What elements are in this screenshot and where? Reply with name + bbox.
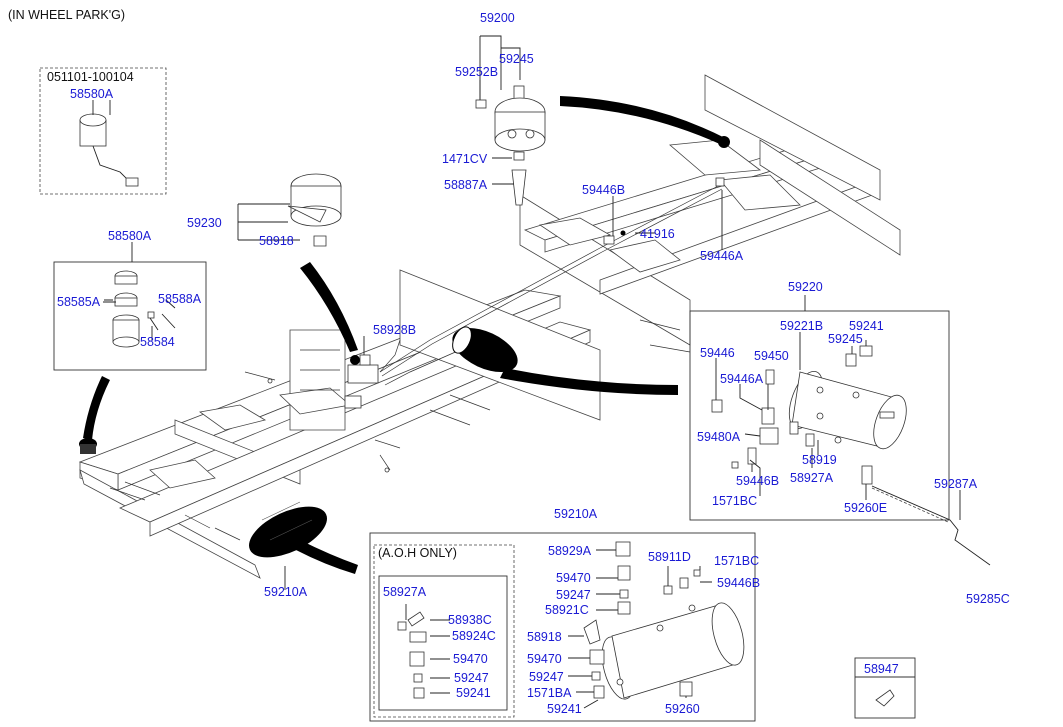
air-lines [379,184,991,566]
label-41916[interactable]: 41916 [640,227,675,241]
inset-59220 [689,295,950,521]
label-58929A[interactable]: 58929A [548,544,592,558]
label-58580A-mid[interactable]: 58580A [108,229,152,243]
label-59241-r[interactable]: 59241 [849,319,884,333]
inset-58580A [53,261,207,371]
front-fittings [603,136,730,245]
label-58928B[interactable]: 58928B [373,323,416,337]
leader-curves [83,96,725,574]
label-59470-b1[interactable]: 59470 [556,571,591,585]
label-59252B[interactable]: 59252B [455,65,498,79]
filler-cap-assembly [79,438,97,454]
label-59247-aoh[interactable]: 59247 [454,671,489,685]
label-58580A-top[interactable]: 58580A [70,87,114,101]
compressor-59230 [237,173,342,247]
label-58927A-aoh[interactable]: 58927A [383,585,427,599]
label-59450[interactable]: 59450 [754,349,789,363]
chassis-frame [78,74,901,579]
label-59446A-top[interactable]: 59446A [700,249,744,263]
label-58919[interactable]: 58919 [802,453,837,467]
label-58927A-r[interactable]: 58927A [790,471,834,485]
label-59230[interactable]: 59230 [187,216,222,230]
label-58918-top[interactable]: 58918 [259,234,294,248]
label-59221B[interactable]: 59221B [780,319,823,333]
label-58938C[interactable]: 58938C [448,613,492,627]
label-58584[interactable]: 58584 [140,335,175,349]
label-59446A-r[interactable]: 59446A [720,372,764,386]
part-labels: 59200 59245 59252B 1471CV 58887A 051101-… [47,11,1010,716]
label-59247-b1[interactable]: 59247 [556,588,591,602]
label-59247-b2[interactable]: 59247 [529,670,564,684]
aoh-only-label: (A.O.H ONLY) [378,546,457,560]
valve-59200-group [475,35,546,206]
label-59470-aoh[interactable]: 59470 [453,652,488,666]
label-59210A-box[interactable]: 59210A [554,507,598,521]
label-58947[interactable]: 58947 [864,662,899,676]
label-59241-aoh[interactable]: 59241 [456,686,491,700]
inset-58947 [854,657,916,719]
label-59287A[interactable]: 59287A [934,477,978,491]
label-59245-r[interactable]: 59245 [828,332,863,346]
label-58887A[interactable]: 58887A [444,178,488,192]
label-1471CV[interactable]: 1471CV [442,152,488,166]
label-58918-b[interactable]: 58918 [527,630,562,644]
chassis-air-tank [452,326,518,373]
label-59210A-left[interactable]: 59210A [264,585,308,599]
label-1571BA[interactable]: 1571BA [527,686,572,700]
label-1571BC-r[interactable]: 1571BC [712,494,757,508]
label-59260[interactable]: 59260 [665,702,700,716]
label-leaders [103,100,961,590]
diagram-title: (IN WHEEL PARK'G) [8,8,125,22]
label-59200[interactable]: 59200 [480,11,515,25]
label-59220[interactable]: 59220 [788,280,823,294]
frame-valve [344,354,379,409]
label-59480A[interactable]: 59480A [697,430,741,444]
label-1571BC-b[interactable]: 1571BC [714,554,759,568]
label-58585A[interactable]: 58585A [57,295,101,309]
label-59446B-b[interactable]: 59446B [717,576,760,590]
label-59245-top[interactable]: 59245 [499,52,534,66]
label-59260E[interactable]: 59260E [844,501,887,515]
label-58921C[interactable]: 58921C [545,603,589,617]
reservoir-59210A [249,501,327,558]
label-59470-b2[interactable]: 59470 [527,652,562,666]
label-59241-b[interactable]: 59241 [547,702,582,716]
label-59446B-top[interactable]: 59446B [582,183,625,197]
label-59285C[interactable]: 59285C [966,592,1010,606]
inset-59210A [369,532,756,722]
label-59446B-r[interactable]: 59446B [736,474,779,488]
label-58924C[interactable]: 58924C [452,629,496,643]
label-59446-r[interactable]: 59446 [700,346,735,360]
label-58588A[interactable]: 58588A [158,292,202,306]
inset-051101-100104 [39,67,167,195]
label-58911D[interactable]: 58911D [648,550,691,564]
inset-date-range: 051101-100104 [47,70,134,84]
